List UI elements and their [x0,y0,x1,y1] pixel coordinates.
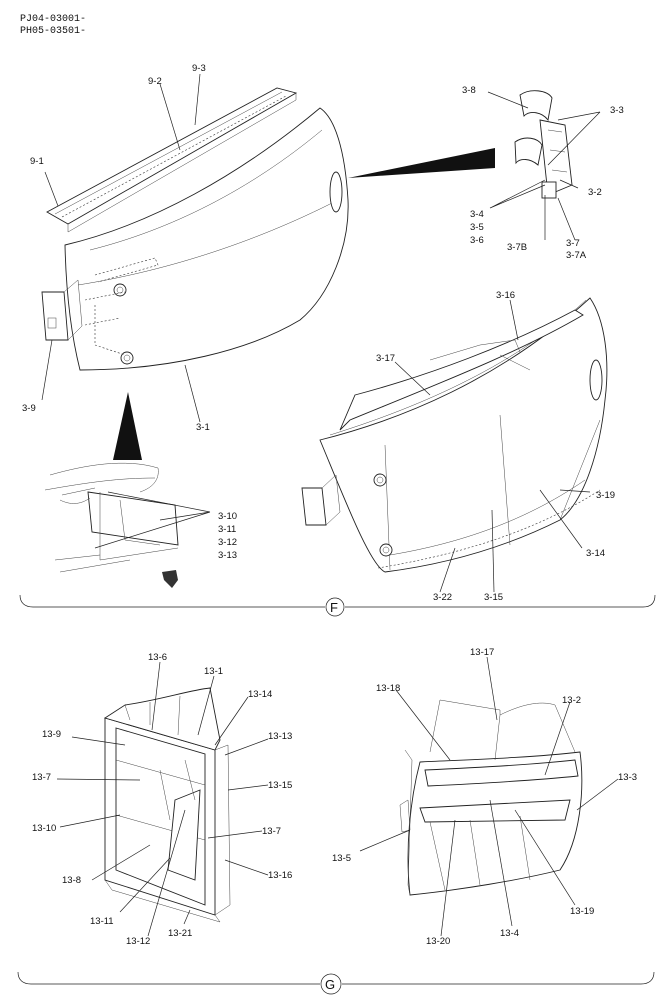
label-3-15: 3-15 [484,592,503,603]
label-9-2: 9-2 [148,76,162,87]
detail-pointer-right [348,148,495,178]
label-3-2: 3-2 [588,187,602,198]
label-13-6: 13-6 [148,652,167,663]
label-9-1: 9-1 [30,156,44,167]
label-13-10: 13-10 [32,823,56,834]
label-9-3: 9-3 [192,63,206,74]
label-13-2: 13-2 [562,695,581,706]
label-13-12: 13-12 [126,936,150,947]
label-3-1: 3-1 [196,422,210,433]
label-3-17: 3-17 [376,353,395,364]
label-3-6: 3-6 [470,235,484,246]
label-13-16: 13-16 [268,870,292,881]
label-13-5: 13-5 [332,853,351,864]
section-label-f: F [330,600,338,615]
label-3-7A: 3-7A [566,250,587,261]
label-3-5: 3-5 [470,222,484,233]
main-cover-3-1 [64,107,349,371]
label-13-7-left: 13-7 [32,772,51,783]
label-3-4: 3-4 [470,209,484,220]
label-13-18: 13-18 [376,683,400,694]
leader-lines-f [41,73,601,593]
label-3-9: 3-9 [22,403,36,414]
header-code-2: PH05-03501- [20,26,86,37]
label-13-1: 13-1 [204,666,223,677]
leader-lines-g [56,656,619,937]
bracket-detail [44,462,179,588]
bracket-assembly [514,90,573,199]
label-13-9: 13-9 [42,729,61,740]
label-3-11: 3-11 [218,524,236,535]
label-13-17: 13-17 [470,647,494,658]
seat-cushion-strip [46,87,298,233]
label-13-20: 13-20 [426,936,450,947]
label-3-19: 3-19 [596,490,615,501]
section-g-divider [17,971,655,995]
label-13-21: 13-21 [168,928,192,939]
label-13-11: 13-11 [90,916,114,927]
label-13-15: 13-15 [268,780,292,791]
header-code-1: PJ04-03001- [20,14,86,25]
handle-3-9 [41,279,83,341]
label-3-7: 3-7 [566,238,580,249]
label-13-7-right: 13-7 [262,826,281,837]
tray-assembly-right [399,699,583,896]
label-13-4: 13-4 [500,928,519,939]
label-3-12: 3-12 [218,537,237,548]
arrow-icon [162,570,178,588]
label-13-3: 13-3 [618,772,637,783]
frame-assembly-left [103,687,231,923]
label-3-16: 3-16 [496,290,515,301]
label-3-3: 3-3 [610,105,624,116]
section-f-divider [19,594,656,617]
label-13-14: 13-14 [248,689,272,700]
label-13-19: 13-19 [570,906,594,917]
label-3-14: 3-14 [586,548,605,559]
detail-pointer-down [113,392,142,460]
section-label-g: G [325,977,335,992]
label-13-13: 13-13 [268,731,292,742]
exploded-cover [301,297,608,573]
label-3-10: 3-10 [218,511,237,522]
label-3-22: 3-22 [433,592,452,603]
label-3-7B: 3-7B [507,242,527,253]
label-3-13: 3-13 [218,550,237,561]
label-3-8: 3-8 [462,85,476,96]
label-13-8: 13-8 [62,875,81,886]
